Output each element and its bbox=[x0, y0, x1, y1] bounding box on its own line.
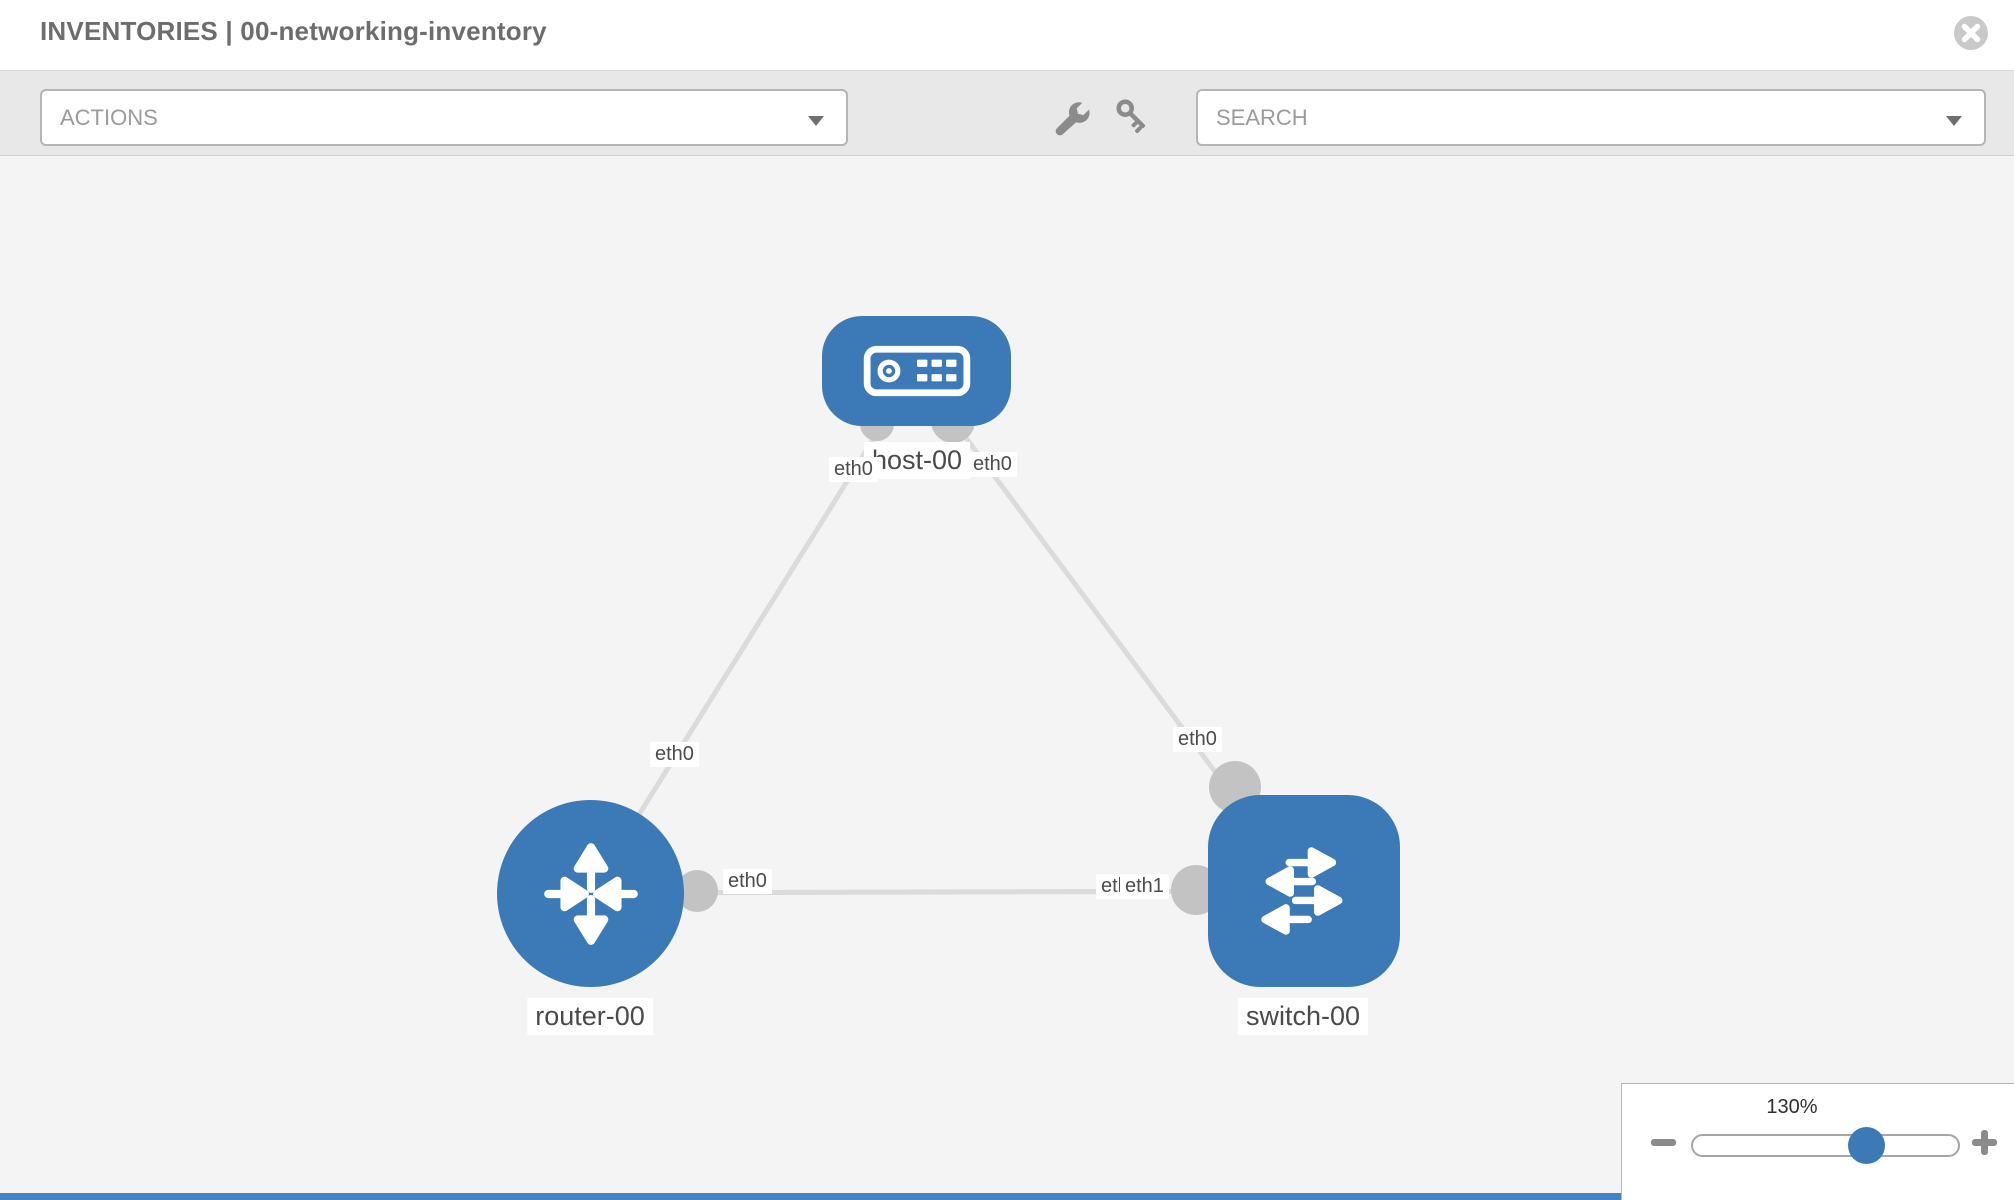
key-icon[interactable] bbox=[1113, 98, 1153, 138]
wrench-icon[interactable] bbox=[1050, 98, 1090, 138]
minus-icon[interactable] bbox=[1651, 1139, 1676, 1146]
zoom-slider[interactable] bbox=[1691, 1127, 1960, 1164]
zoom-percentage: 130% bbox=[1766, 1096, 1818, 1118]
iface-label-host-eth0-left: eth0 bbox=[829, 457, 878, 482]
iface-label-host-eth0-right: eth0 bbox=[968, 452, 1017, 477]
bottom-accent-bar bbox=[0, 1193, 1621, 1200]
node-router-00[interactable] bbox=[497, 800, 684, 987]
iface-label-switch-eth0-uplink: eth0 bbox=[1173, 727, 1222, 752]
actions-dropdown-label: ACTIONS bbox=[60, 104, 158, 130]
caret-down-icon bbox=[808, 116, 824, 126]
iface-label-router-eth0: eth0 bbox=[723, 869, 772, 894]
close-icon[interactable] bbox=[1952, 14, 1990, 52]
node-label-router-00: router-00 bbox=[527, 998, 653, 1035]
zoom-panel: 130% bbox=[1621, 1083, 2014, 1200]
plus-icon[interactable] bbox=[1972, 1130, 1997, 1155]
host-icon bbox=[863, 345, 970, 397]
search-dropdown-label: SEARCH bbox=[1216, 104, 1308, 130]
caret-down-icon bbox=[1946, 116, 1962, 126]
router-icon bbox=[543, 842, 638, 945]
actions-dropdown[interactable]: ACTIONS bbox=[40, 89, 848, 146]
iface-label-router-eth0-uplink: eth0 bbox=[650, 742, 699, 767]
zoom-slider-thumb[interactable] bbox=[1848, 1127, 1885, 1164]
iface-label-switch-eth1: eth1 bbox=[1120, 874, 1169, 899]
header: INVENTORIES | 00-networking-inventory bbox=[0, 0, 2014, 70]
toolbar: ACTIONS SEARCH bbox=[0, 70, 2014, 156]
node-host-00[interactable] bbox=[822, 316, 1011, 426]
page-title: INVENTORIES | 00-networking-inventory bbox=[40, 16, 547, 46]
node-switch-00[interactable] bbox=[1208, 795, 1400, 987]
switch-icon bbox=[1261, 847, 1343, 935]
search-dropdown[interactable]: SEARCH bbox=[1196, 89, 1986, 146]
topology-canvas[interactable]: host-00 router-00 switch-00 eth0 eth0 et… bbox=[0, 156, 2014, 1200]
node-label-switch-00: switch-00 bbox=[1237, 998, 1369, 1035]
node-label-host-00: host-00 bbox=[863, 442, 971, 479]
links-layer bbox=[587, 369, 1307, 915]
endpoint-dot bbox=[676, 870, 718, 912]
